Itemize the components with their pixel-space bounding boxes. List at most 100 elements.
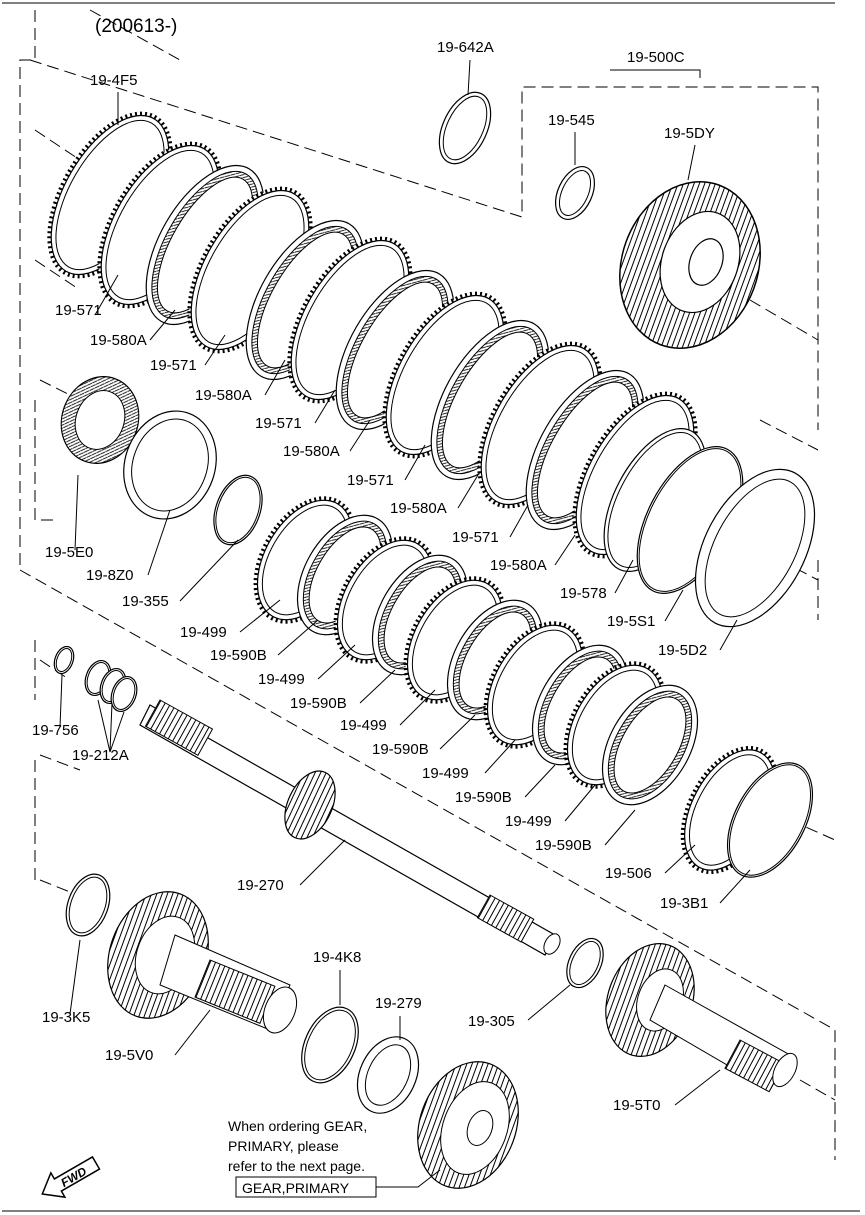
part-label-19-8z0[interactable]: 19-8Z0 — [86, 567, 134, 584]
clutch-plate-top-6 — [335, 269, 455, 431]
part-label-19-590b[interactable]: 19-590B — [455, 789, 512, 806]
part-label-19-5t0[interactable]: 19-5T0 — [613, 1097, 661, 1114]
leader-line — [74, 474, 79, 551]
part-label-19-571[interactable]: 19-571 — [150, 357, 197, 374]
part-label-19-5e0[interactable]: 19-5E0 — [45, 544, 93, 561]
leader-line — [610, 69, 701, 78]
part-label-19-5v0[interactable]: 19-5V0 — [105, 1047, 153, 1064]
part-label-19-3b1[interactable]: 19-3B1 — [660, 895, 708, 912]
part-label-19-590b[interactable]: 19-590B — [210, 647, 267, 664]
part-label-19-270[interactable]: 19-270 — [237, 877, 284, 894]
part-label-19-279[interactable]: 19-279 — [375, 995, 422, 1012]
fwd-arrow-icon: FWD — [41, 1155, 101, 1199]
part-label-19-571[interactable]: 19-571 — [452, 529, 499, 546]
leader-line — [404, 444, 426, 481]
part-label-19-756[interactable]: 19-756 — [32, 722, 79, 739]
part-label-19-499[interactable]: 19-499 — [258, 671, 305, 688]
leader-line — [399, 689, 436, 726]
part-label-19-578[interactable]: 19-578 — [560, 585, 607, 602]
part-label-19-305[interactable]: 19-305 — [468, 1013, 515, 1030]
snap-ring-4k8 — [301, 1006, 359, 1084]
clutch-plate-top-3 — [187, 186, 313, 354]
leader-line — [467, 59, 471, 96]
part-label-19-499[interactable]: 19-499 — [422, 765, 469, 782]
part-label-19-580a[interactable]: 19-580A — [390, 500, 447, 517]
part-label-19-571[interactable]: 19-571 — [347, 472, 394, 489]
leader-line — [109, 702, 113, 753]
part-label-19-580a[interactable]: 19-580A — [490, 557, 547, 574]
leader-line — [719, 869, 751, 904]
part-label-19-580a[interactable]: 19-580A — [283, 443, 340, 460]
leader-line — [147, 509, 171, 576]
clutch-plate-top-7 — [382, 291, 508, 459]
snap-ring-305 — [566, 937, 604, 989]
snap-ring-355 — [213, 474, 263, 546]
leader-line — [277, 619, 319, 656]
note-line-3: refer to the next page. — [228, 1158, 365, 1174]
part-label-19-3k5[interactable]: 19-3K5 — [42, 1009, 90, 1026]
seal-212a-3 — [110, 675, 138, 713]
clutch-plate-low-9 — [601, 684, 699, 806]
clutch-plate-top-1 — [97, 141, 223, 309]
part-label-19-5dy[interactable]: 19-5DY — [664, 125, 715, 142]
part-label-19-571[interactable]: 19-571 — [55, 302, 102, 319]
part-label-19-590b[interactable]: 19-590B — [290, 695, 347, 712]
part-label-19-580a[interactable]: 19-580A — [195, 387, 252, 404]
part-label-19-4k8[interactable]: 19-4K8 — [313, 949, 361, 966]
leader-line — [59, 674, 63, 728]
part-label-19-580a[interactable]: 19-580A — [90, 332, 147, 349]
header-code: (200613-) — [95, 16, 177, 37]
part-label-19-5s1[interactable]: 19-5S1 — [607, 613, 655, 630]
part-label-19-499[interactable]: 19-499 — [505, 813, 552, 830]
leader-line — [239, 599, 281, 633]
part-label-19-500c[interactable]: 19-500C — [627, 49, 685, 66]
part-label-19-506[interactable]: 19-506 — [605, 865, 652, 882]
part-label-19-4f5[interactable]: 19-4F5 — [90, 72, 138, 89]
leader-line — [614, 559, 634, 594]
leader-line — [439, 714, 476, 750]
leader-line — [264, 359, 286, 396]
leader-line — [204, 334, 226, 366]
clutch-plate-top-5 — [287, 236, 413, 404]
leader-line — [174, 1009, 211, 1056]
clutch-drum-5dy — [619, 181, 761, 349]
clutch-plate-top-8 — [430, 319, 550, 481]
part-label-19-5d2[interactable]: 19-5D2 — [658, 642, 707, 659]
leader-line — [179, 539, 239, 602]
part-label-19-212a[interactable]: 19-212A — [72, 747, 129, 764]
clutch-plate-top-0 — [47, 111, 173, 279]
leader-line — [457, 474, 479, 509]
part-label-19-355[interactable]: 19-355 — [122, 593, 169, 610]
leader-line — [719, 619, 738, 651]
note-line-1: When ordering GEAR, — [228, 1118, 367, 1134]
part-label-19-590b[interactable]: 19-590B — [372, 741, 429, 758]
part-label-19-642a[interactable]: 19-642A — [437, 39, 494, 56]
clutch-plate-top-2 — [145, 164, 265, 326]
snap-ring-3b1 — [726, 762, 814, 878]
gear-primary-label[interactable]: GEAR,PRIMARY — [242, 1180, 350, 1196]
leader-line — [554, 534, 576, 566]
part-label-19-590b[interactable]: 19-590B — [535, 837, 592, 854]
leader-line — [69, 939, 81, 1015]
bearing-279 — [356, 1036, 420, 1114]
piston-5d2 — [694, 468, 816, 628]
seal-545 — [554, 166, 596, 220]
part-label-19-545[interactable]: 19-545 — [548, 112, 595, 129]
part-label-19-499[interactable]: 19-499 — [180, 624, 227, 641]
leader-lines — [59, 59, 751, 1106]
sleeve-8z0 — [123, 410, 217, 520]
clutch-plate-top-9 — [477, 341, 603, 509]
leader-line — [509, 504, 529, 538]
leader-line — [674, 1069, 721, 1106]
gear-primary-ref[interactable]: GEAR,PRIMARY — [235, 1169, 441, 1198]
leader-line — [524, 764, 556, 798]
snap-ring-3k5 — [65, 873, 111, 937]
gear-5t0 — [605, 943, 798, 1093]
part-label-19-499[interactable]: 19-499 — [340, 717, 387, 734]
snap-ring-642a — [438, 91, 492, 165]
part-label-19-571[interactable]: 19-571 — [255, 415, 302, 432]
ordering-note: When ordering GEAR, PRIMARY, please refe… — [228, 1118, 367, 1174]
leader-line — [314, 389, 336, 424]
